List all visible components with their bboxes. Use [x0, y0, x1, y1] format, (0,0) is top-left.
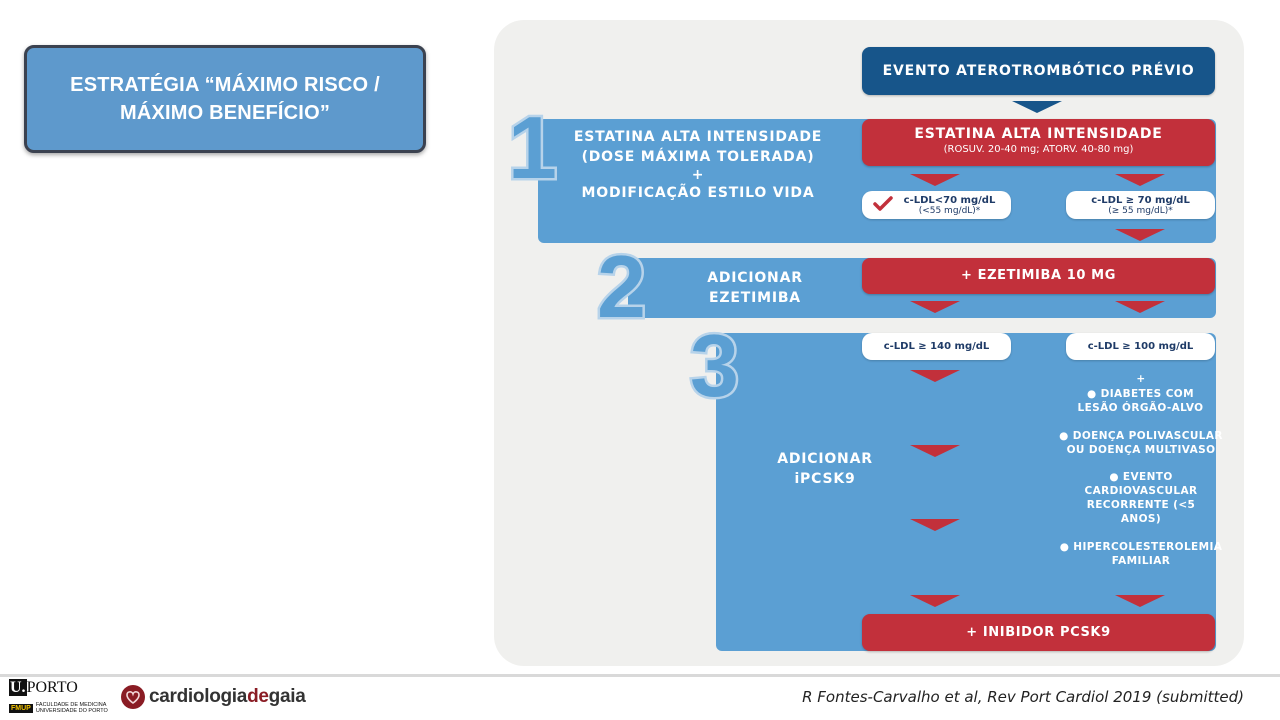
- arrow-down-icon: [910, 174, 960, 186]
- step1-red-subtitle: (ROSUV. 20-40 mg; ATORV. 40-80 mg): [943, 144, 1134, 155]
- step3-pill-right-label: c-LDL ≥ 100 mg/dL: [1087, 341, 1194, 352]
- uporto-name: PORTO: [26, 679, 78, 696]
- step2-line2: EZETIMIBA: [709, 290, 801, 306]
- top-event-box: EVENTO ATEROTROMBÓTICO PRÉVIO: [862, 47, 1215, 95]
- step1-pill-right: c-LDL ≥ 70 mg/dL (≥ 55 mg/dL)*: [1066, 191, 1215, 219]
- step3-description: ADICIONAR iPCSK9: [745, 449, 905, 489]
- arrow-down-icon: [910, 370, 960, 382]
- arrow-down-icon: [1012, 101, 1062, 113]
- top-event-label: EVENTO ATEROTROMBÓTICO PRÉVIO: [882, 63, 1195, 79]
- fmup-line1: FACULDADE DE MEDICINA: [35, 702, 107, 708]
- step1-red-title: ESTATINA ALTA INTENSIDADE: [914, 126, 1163, 142]
- step1-number: 1: [506, 98, 560, 197]
- arrow-down-icon: [910, 301, 960, 313]
- fmup-line2: UNIVERSIDADE DO PORTO: [35, 708, 108, 714]
- uporto-u: U.: [9, 679, 27, 696]
- logo-text-gaia: gaia: [268, 686, 306, 707]
- arrow-down-icon: [910, 595, 960, 607]
- logo-text-de: de: [247, 686, 269, 707]
- step3-red-box: + INIBIDOR PCSK9: [862, 614, 1215, 651]
- citation: R Fontes-Carvalho et al, Rev Port Cardio…: [802, 688, 1244, 706]
- criteria-item: ● HIPERCOLESTEROLEMIA FAMILIAR: [1059, 541, 1223, 567]
- criteria-item: ● DOENÇA POLIVASCULAR OU DOENÇA MULTIVAS…: [1059, 430, 1223, 456]
- step1-pill-right-line1: c-LDL ≥ 70 mg/dL: [1091, 195, 1190, 206]
- fmup-badge: FMUP: [9, 703, 33, 713]
- cardiologiadegaia-logo: cardiologiadegaia: [120, 683, 306, 711]
- step1-line1: ESTATINA ALTA INTENSIDADE: [573, 129, 823, 145]
- step2-red-label: + EZETIMIBA 10 MG: [960, 268, 1116, 283]
- arrow-down-icon: [1115, 174, 1165, 186]
- step1-plus: +: [691, 167, 705, 183]
- footer-bar: [0, 674, 1280, 720]
- slide-title-box: ESTRATÉGIA “MÁXIMO RISCO / MÁXIMO BENEFÍ…: [24, 45, 426, 153]
- step2-number: 2: [595, 237, 649, 336]
- arrow-down-icon: [910, 519, 960, 531]
- step1-red-box: ESTATINA ALTA INTENSIDADE (ROSUV. 20-40 …: [862, 119, 1215, 166]
- criteria-plus: +: [1136, 373, 1146, 385]
- step2-line1: ADICIONAR: [707, 270, 803, 286]
- step3-pill-left: c-LDL ≥ 140 mg/dL: [862, 333, 1011, 360]
- checkmark-icon: [873, 196, 893, 211]
- step3-pill-right: c-LDL ≥ 100 mg/dL: [1066, 333, 1215, 360]
- heart-icon: [121, 685, 145, 709]
- slide-title: ESTRATÉGIA “MÁXIMO RISCO / MÁXIMO BENEFÍ…: [70, 74, 380, 124]
- arrow-down-icon: [1115, 595, 1165, 607]
- criteria-item: ● DIABETES COM LESÃO ÓRGÃO-ALVO: [1077, 388, 1204, 414]
- arrow-down-icon: [1115, 229, 1165, 241]
- step3-red-label: + INIBIDOR PCSK9: [966, 625, 1111, 640]
- logo-text-cardiologia: cardiologia: [149, 686, 248, 707]
- step2-red-box: + EZETIMIBA 10 MG: [862, 258, 1215, 294]
- step1-line3: MODIFICAÇÃO ESTILO VIDA: [581, 185, 815, 201]
- step3-line1: ADICIONAR: [777, 451, 873, 467]
- step3-line2: iPCSK9: [794, 471, 856, 487]
- step2-description: ADICIONAR EZETIMIBA: [680, 268, 830, 308]
- step1-line2: (DOSE MÁXIMA TOLERADA): [581, 149, 815, 165]
- uporto-logo: U.PORTO FMUP FACULDADE DE MEDICINA UNIVE…: [9, 679, 109, 716]
- criteria-item: ● EVENTO CARDIOVASCULAR RECORRENTE (<5 A…: [1084, 471, 1198, 525]
- arrow-down-icon: [910, 445, 960, 457]
- step1-pill-left-line1: c-LDL<70 mg/dL: [903, 195, 996, 206]
- step1-pill-left: c-LDL<70 mg/dL (<55 mg/dL)*: [862, 191, 1011, 219]
- step3-number: 3: [688, 316, 742, 415]
- step3-pill-left-label: c-LDL ≥ 140 mg/dL: [883, 341, 990, 352]
- step1-pill-right-line2: (≥ 55 mg/dL)*: [1108, 206, 1173, 216]
- step1-pill-left-line2: (<55 mg/dL)*: [918, 206, 981, 216]
- arrow-down-icon: [1115, 301, 1165, 313]
- step1-description: ESTATINA ALTA INTENSIDADE (DOSE MÁXIMA T…: [560, 127, 836, 203]
